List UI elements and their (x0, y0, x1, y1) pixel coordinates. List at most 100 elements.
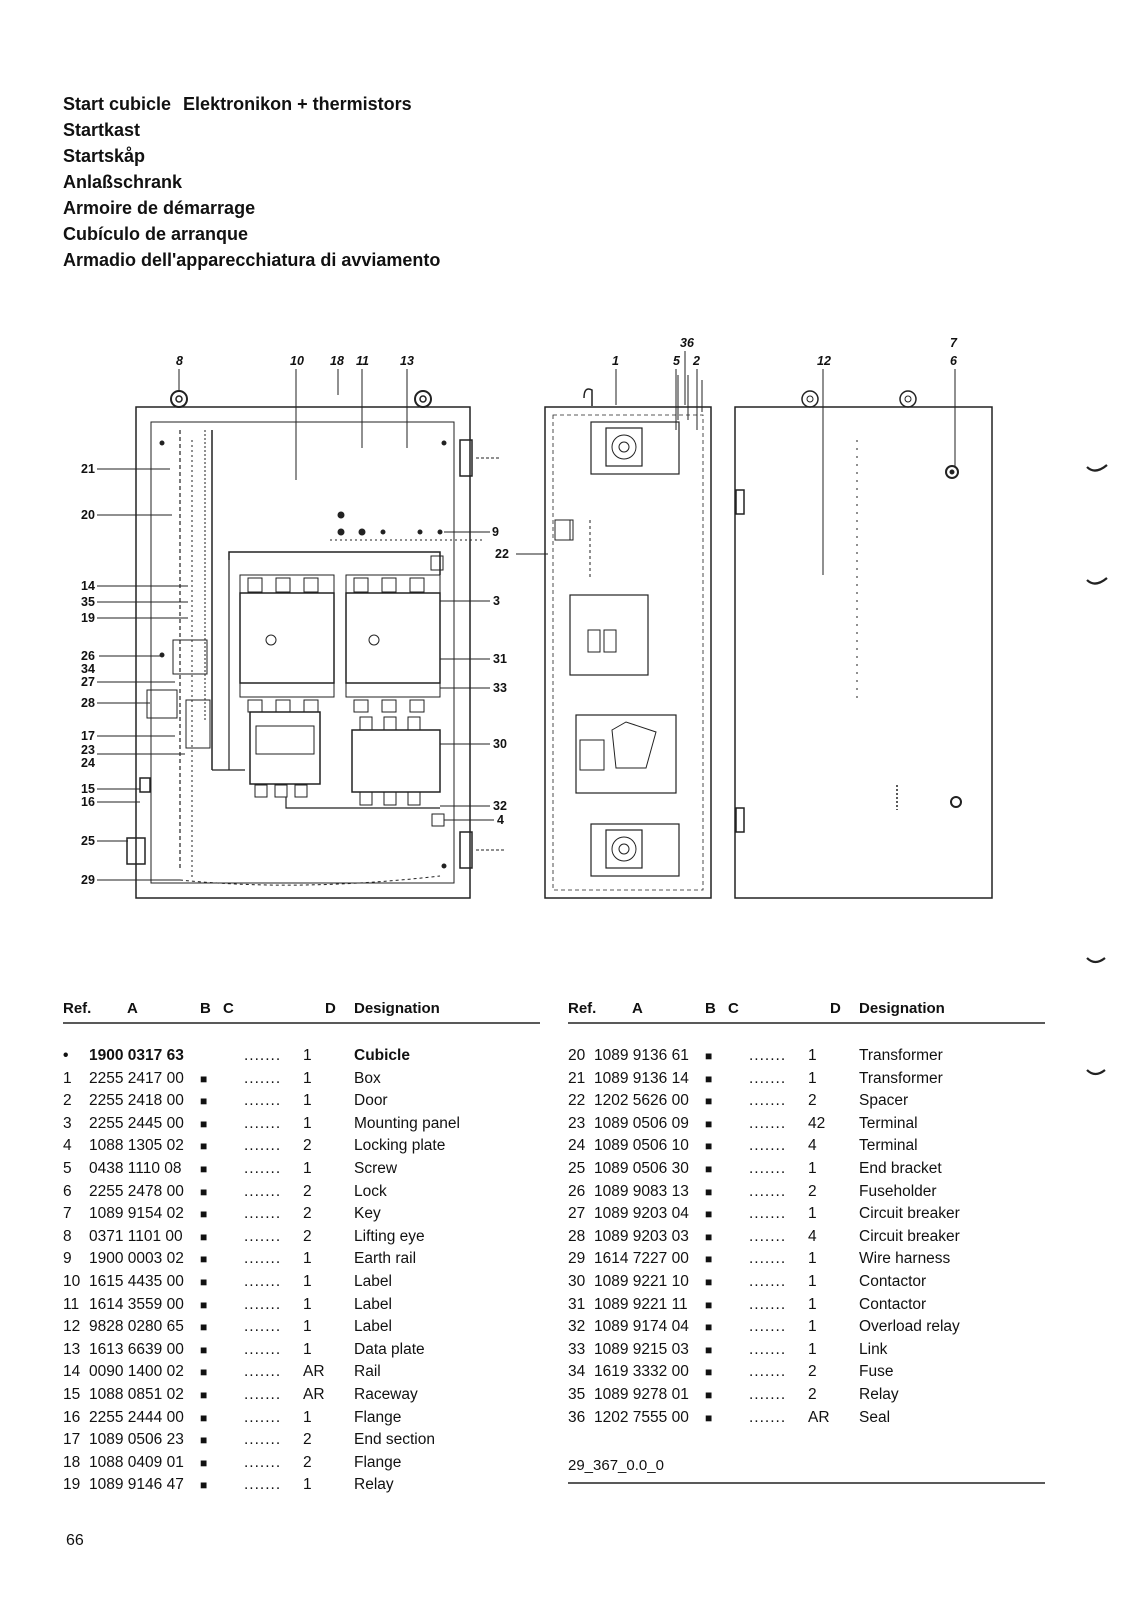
table-header: Ref. A B C D Designation (568, 998, 1045, 1022)
part-number: 0371 1101 00 (89, 1227, 183, 1245)
part-designation: Raceway (354, 1385, 418, 1403)
callout-22: 22 (495, 547, 509, 561)
part-qty: 2 (808, 1182, 817, 1200)
part-dots: ....... (244, 1431, 282, 1449)
part-qty: 1 (808, 1340, 817, 1358)
part-qty: 42 (808, 1114, 826, 1132)
header-c: C (728, 1000, 739, 1017)
part-dots: ....... (749, 1205, 787, 1223)
title-spanish: Cubículo de arranque (63, 224, 249, 244)
title-subtitle: Elektronikon + thermistors (183, 94, 412, 114)
part-designation: Flange (354, 1453, 402, 1471)
part-dots: ....... (749, 1318, 787, 1336)
part-dots: ....... (244, 1250, 282, 1268)
callout-17: 17 (81, 729, 95, 743)
part-qty: 2 (808, 1385, 817, 1403)
part-dots: ....... (244, 1069, 282, 1087)
part-ref: 3 (63, 1114, 72, 1132)
part-dots: ....... (244, 1227, 282, 1245)
title-swedish: Startskåp (63, 146, 146, 166)
part-dots: ....... (749, 1137, 787, 1155)
part-number: 1089 0506 10 (594, 1137, 689, 1155)
part-mark: ■ (200, 1455, 208, 1470)
part-ref: 25 (568, 1159, 586, 1177)
part-mark: ■ (200, 1433, 208, 1448)
part-designation: Contactor (859, 1272, 927, 1290)
part-qty: 2 (303, 1431, 312, 1449)
part-designation: Key (354, 1205, 381, 1223)
callout-36: 36 (680, 336, 695, 350)
part-ref: 16 (63, 1408, 81, 1426)
part-ref: 36 (568, 1408, 586, 1426)
part-ref: 33 (568, 1340, 586, 1358)
callout-32: 32 (493, 799, 507, 813)
part-ref: 4 (63, 1137, 72, 1155)
part-qty: 1 (303, 1114, 312, 1132)
part-number: 1089 9154 02 (89, 1205, 184, 1223)
part-designation: Fuse (859, 1363, 894, 1381)
part-qty: 2 (303, 1227, 312, 1245)
part-ref: 21 (568, 1069, 586, 1087)
lifting-eye-icon (414, 390, 432, 408)
part-designation: Transformer (859, 1069, 943, 1087)
part-mark: ■ (200, 1139, 208, 1154)
part-number: 0438 1110 08 (89, 1159, 182, 1177)
part-mark: ■ (705, 1184, 713, 1199)
part-mark: ■ (200, 1387, 208, 1402)
part-mark: ■ (200, 1094, 208, 1109)
lifting-eye-icon (899, 390, 917, 408)
part-dots: ....... (244, 1318, 282, 1336)
part-designation: Earth rail (354, 1250, 417, 1268)
part-number: 2255 2478 00 (89, 1182, 184, 1200)
part-designation: Wire harness (859, 1250, 951, 1268)
callout-19: 19 (81, 611, 95, 625)
part-dots: ....... (749, 1295, 787, 1313)
part-dots: ....... (244, 1453, 282, 1471)
part-ref: 15 (63, 1385, 81, 1403)
part-mark: ■ (200, 1478, 208, 1493)
callout-2: 2 (692, 354, 700, 368)
part-number: 1088 0409 01 (89, 1453, 184, 1471)
part-designation: Transformer (859, 1047, 943, 1064)
part-ref: 31 (568, 1295, 586, 1313)
part-number: 2255 2445 00 (89, 1114, 184, 1132)
part-ref: 18 (63, 1453, 81, 1471)
title-dutch: Startkast (63, 120, 141, 140)
part-designation: Seal (859, 1408, 891, 1426)
part-number: 1089 9083 13 (594, 1182, 689, 1200)
part-qty: 4 (808, 1137, 817, 1155)
part-ref: 20 (568, 1047, 586, 1064)
part-qty: 2 (808, 1092, 817, 1110)
side-view (544, 375, 712, 899)
part-qty: 1 (808, 1205, 817, 1223)
callout-21: 21 (81, 462, 95, 476)
part-qty: 1 (303, 1250, 312, 1268)
part-dots: ....... (749, 1227, 787, 1245)
part-dots: ....... (749, 1047, 787, 1064)
part-designation: Door (354, 1092, 388, 1110)
header-ref: Ref. (568, 1000, 597, 1017)
part-mark: ■ (705, 1252, 713, 1267)
title-german: Anlaßschrank (63, 172, 183, 192)
part-qty: 1 (303, 1295, 312, 1313)
part-designation: Data plate (354, 1340, 425, 1358)
part-dots: ....... (749, 1069, 787, 1087)
title-english: Start cubicle (63, 94, 172, 114)
part-designation: Circuit breaker (859, 1227, 960, 1245)
part-designation: Relay (859, 1385, 899, 1403)
